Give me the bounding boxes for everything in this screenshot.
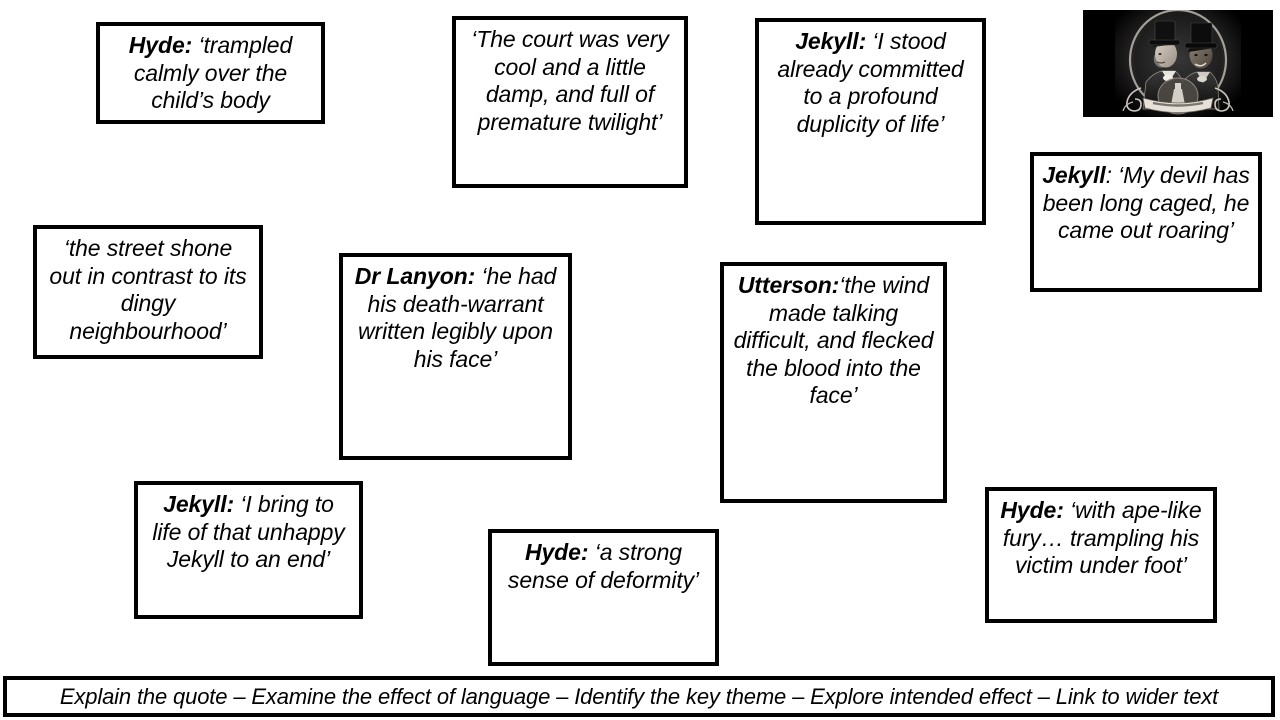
speaker-label: Jekyll: xyxy=(163,491,235,517)
quote-body: ‘he had his death-warrant written legibl… xyxy=(358,263,557,372)
speaker-label: Jekyll xyxy=(1042,162,1106,188)
quote-box-court-cool[interactable]: ‘The court was very cool and a little da… xyxy=(452,16,688,188)
speaker-label: Hyde: xyxy=(524,539,589,565)
quote-body: ‘I stood already committed to a profound… xyxy=(777,28,964,137)
jekyll-and-hyde-image xyxy=(1083,10,1273,117)
speaker-label: Jekyll: xyxy=(795,28,867,54)
quote-text: Utterson:‘the wind made talking difficul… xyxy=(732,272,935,410)
quote-text: ‘The court was very cool and a little da… xyxy=(464,26,676,136)
quote-text: Hyde: ‘a strong sense of deformity’ xyxy=(500,539,707,594)
quote-body: ‘the street shone out in contrast to its… xyxy=(49,235,247,344)
quote-body: ‘the wind made talking difficult, and fl… xyxy=(733,272,934,409)
quote-text: Hyde: ‘with ape-like fury… trampling his… xyxy=(997,497,1205,580)
speaker-label: Hyde: xyxy=(128,32,193,58)
quote-box-jekyll-committed[interactable]: Jekyll: ‘I stood already committed to a … xyxy=(755,18,986,225)
speaker-label: Hyde: xyxy=(1000,497,1064,523)
quote-body: ‘The court was very cool and a little da… xyxy=(471,26,669,135)
quote-box-hyde-deformity[interactable]: Hyde: ‘a strong sense of deformity’ xyxy=(488,529,719,666)
quote-body: ‘trampled calmly over the child’s body xyxy=(133,32,293,114)
quote-box-hyde-trampled[interactable]: Hyde: ‘trampled calmly over the child’s … xyxy=(96,22,325,124)
quote-text: ‘the street shone out in contrast to its… xyxy=(45,235,251,345)
jekyll-and-hyde-illustration-icon xyxy=(1083,10,1273,117)
quote-box-jekyll-unhappy[interactable]: Jekyll: ‘I bring to life of that unhappy… xyxy=(134,481,363,619)
quote-text: Hyde: ‘trampled calmly over the child’s … xyxy=(108,32,313,115)
quote-text: Jekyll: ‘I stood already committed to a … xyxy=(767,28,974,138)
quote-body: ‘with ape-like fury… trampling his victi… xyxy=(1002,497,1202,579)
instruction-banner: Explain the quote – Examine the effect o… xyxy=(3,676,1275,717)
quote-box-jekyll-devil[interactable]: Jekyll: ‘My devil has been long caged, h… xyxy=(1030,152,1262,292)
quote-body: : ‘My devil has been long caged, he came… xyxy=(1042,162,1250,244)
quote-body: ‘I bring to life of that unhappy Jekyll … xyxy=(152,491,345,573)
quote-text: Dr Lanyon: ‘he had his death-warrant wri… xyxy=(351,263,560,373)
speaker-label: Dr Lanyon: xyxy=(354,263,476,289)
quote-text: Jekyll: ‘I bring to life of that unhappy… xyxy=(146,491,351,574)
quote-box-utterson-wind[interactable]: Utterson:‘the wind made talking difficul… xyxy=(720,262,947,503)
quote-body: ‘a strong sense of deformity’ xyxy=(507,539,700,593)
quote-box-lanyon-warrant[interactable]: Dr Lanyon: ‘he had his death-warrant wri… xyxy=(339,253,572,460)
instruction-banner-text: Explain the quote – Examine the effect o… xyxy=(59,683,1219,709)
speaker-label: Utterson: xyxy=(737,272,840,298)
quote-box-street-shone[interactable]: ‘the street shone out in contrast to its… xyxy=(33,225,263,359)
quote-text: Jekyll: ‘My devil has been long caged, h… xyxy=(1042,162,1250,245)
quote-box-hyde-ape[interactable]: Hyde: ‘with ape-like fury… trampling his… xyxy=(985,487,1217,623)
